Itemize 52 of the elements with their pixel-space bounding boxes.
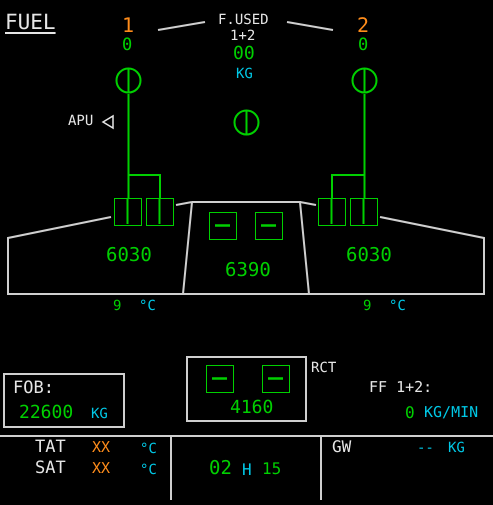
pump-symbol xyxy=(350,198,378,226)
fuel-quantity: 6390 xyxy=(225,261,271,280)
rct-label: RCT xyxy=(311,361,336,375)
sat-label: SAT xyxy=(35,460,66,477)
tat-label: TAT xyxy=(35,439,66,456)
time-value: 15 xyxy=(262,461,282,477)
page-title: FUEL xyxy=(5,12,56,33)
pump-symbol xyxy=(206,365,234,393)
temperature-value: 9 xyxy=(363,299,372,313)
unit-label: °C xyxy=(140,442,157,456)
fuel-line xyxy=(128,94,161,198)
pump-symbol xyxy=(146,198,174,226)
gw-value: -- xyxy=(417,441,434,455)
readout-panel xyxy=(186,356,307,422)
unit-label: °C xyxy=(140,463,157,477)
readout-panel xyxy=(3,373,125,428)
unit-label: KG xyxy=(91,407,108,421)
unit-label: KG xyxy=(236,67,253,81)
unit-label: KG/MIN xyxy=(424,405,478,420)
fob-value: 22600 xyxy=(19,404,74,422)
pump-symbol xyxy=(318,198,346,226)
gw-label: GW xyxy=(332,439,352,455)
sat-value: XX xyxy=(92,461,110,476)
apu-label: APU xyxy=(68,114,94,128)
fuel-flow-heading: FF 1+2: xyxy=(369,380,432,395)
pump-symbol xyxy=(262,365,290,393)
time-value: 02 xyxy=(209,459,232,478)
unit-label: KG xyxy=(448,441,465,455)
unit-label: H xyxy=(242,462,252,478)
fuel-used-value: 0 xyxy=(358,37,368,54)
rct-quantity: 4160 xyxy=(230,399,274,417)
tat-value: XX xyxy=(92,440,110,455)
pump-symbol xyxy=(209,212,237,240)
pump-symbol xyxy=(114,198,142,226)
valve-symbol xyxy=(233,109,260,136)
pump-symbol xyxy=(255,212,283,240)
unit-label: °C xyxy=(139,299,156,313)
fob-label: FOB: xyxy=(13,380,54,397)
valve-symbol xyxy=(351,67,378,94)
temperature-value: 9 xyxy=(113,299,122,313)
engine-number: 1 xyxy=(122,15,134,35)
fuel-used-value: 0 xyxy=(122,37,132,54)
fuel-quantity: 6030 xyxy=(346,246,392,265)
fuel-flow-value: 0 xyxy=(405,405,415,421)
fuel-used-value: 00 xyxy=(233,45,255,63)
fuel-line xyxy=(331,94,366,198)
fuel-quantity: 6030 xyxy=(106,246,152,265)
valve-symbol xyxy=(115,67,142,94)
fuel-used-heading: F.USED xyxy=(218,13,269,27)
engine-number: 2 xyxy=(357,15,370,35)
fuel-used-heading: 1+2 xyxy=(230,29,256,43)
unit-label: °C xyxy=(389,299,406,313)
